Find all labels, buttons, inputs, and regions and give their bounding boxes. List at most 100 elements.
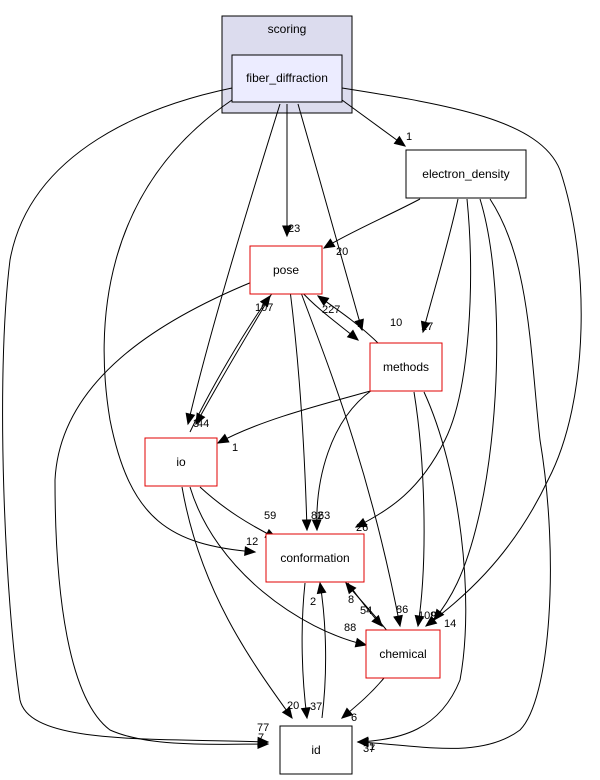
node-label-chemical: chemical [379,647,426,661]
edge-label-ed-chem: 109 [418,610,436,622]
edge-label-chem-id: 6 [351,712,357,724]
edge-fd-id [2,87,269,743]
node-io[interactable]: io [144,437,218,487]
edge-fd-electron-density-arrowhead [393,135,407,147]
edge-label-fd-id: 7 [258,732,264,744]
edge-io-chemical [189,486,367,646]
edge-fd-io [187,103,281,425]
edge-label-io-conf: 59 [264,510,276,522]
edge-label-fd-conf: 12 [246,536,258,548]
edge-ed-pose-arrowhead [322,238,336,249]
edge-methods-io [217,389,375,444]
edge-ed-id [357,198,551,749]
edge-label-ed-conf: 26 [356,522,368,534]
edge-label-conf-id: 37 [363,743,375,755]
node-electron-density[interactable]: electron_density [405,149,527,199]
edge-io-id [181,486,293,719]
edge-label-fd-ed: 1 [406,131,412,143]
edge-pose-methods-arrowhead [346,329,359,341]
edge-methods-pose-arrowhead [316,295,330,307]
edge-label-pose-conf: 82 [311,510,323,522]
edge-id-conformation [319,582,327,719]
cluster-label: scoring [268,22,307,36]
node-methods[interactable]: methods [369,342,443,392]
edge-conformation-id [301,582,308,719]
edge-label-methods-pose: 227 [322,304,340,316]
node-label-electron-density: electron_density [422,167,509,181]
edge-label-conf-chem: 54 [360,605,372,617]
edge-methods-chemical-arrowhead [414,614,425,628]
edge-fd-conformation [103,99,256,553]
edge-pose-id [54,281,269,745]
edge-label-fd-io: 3 [193,418,199,430]
edge-methods-id-arrowhead [356,736,369,747]
edge-ed-methods-arrowhead [420,320,431,334]
edge-fd-methods [297,103,363,331]
edge-label-io-id: 20 [287,700,299,712]
node-label-fiber-diffraction: fiber_diffraction [246,71,328,85]
edge-label-methods-chem: 9 [431,610,437,622]
edge-fd-pose-arrowhead [282,225,292,238]
edge-fd-methods-arrowhead [354,318,364,332]
edge-labels: 1 23 10 3 12 14 7 20 17 26 109 1 1 227 4… [193,131,456,755]
edge-label-ed-pose: 20 [336,246,348,258]
node-label-methods: methods [383,360,429,374]
edge-fd-electron-density [341,99,406,147]
node-label-conformation: conformation [280,551,349,565]
node-fiber-diffraction[interactable]: fiber_diffraction [231,54,343,103]
edge-label-ed-id: 1 [369,741,375,753]
edge-label-pose-io: 44 [197,418,209,430]
edge-methods-io-arrowhead [216,433,230,444]
edge-pose-conformation [289,289,308,531]
node-id[interactable]: id [279,725,353,775]
edge-methods-conformation [316,389,373,531]
edge-conformation-chemical-arrowhead [371,614,383,627]
edge-label-pose-chem: 86 [396,604,408,616]
edge-fd-io-arrowhead [185,412,196,426]
edge-label-id-conf: 2 [310,596,316,608]
edge-io-chemical-arrowhead [354,637,368,648]
node-pose[interactable]: pose [249,245,323,295]
edge-ed-chemical-arrowhead [433,608,445,622]
edge-label-io-pose: 107 [255,302,273,314]
edge-id-conformation-arrowhead [316,581,327,595]
edge-label-fd-methods: 10 [390,317,402,329]
edge-label-methods-id: 37 [310,701,322,713]
edge-label-fd-pose: 23 [288,223,300,235]
edge-ed-conformation [355,198,471,528]
edge-label-methods-io: 1 [232,442,238,454]
edge-ed-conformation-arrowhead [354,517,368,528]
edge-pose-chemical-arrowhead [393,614,403,628]
node-label-io: io [176,455,186,469]
edge-ed-chemical [433,198,498,621]
edge-label-io-chem: 88 [344,622,356,634]
edge-label-pose-id: 77 [257,722,269,734]
node-chemical[interactable]: chemical [365,629,441,679]
edge-methods-id [357,391,467,743]
arrowheads [185,135,445,749]
edge-ed-methods [422,198,459,333]
edge-chemical-conformation-arrowhead [345,582,357,595]
edge-label-pose-methods: 1 [357,318,363,330]
edge-chemical-id-arrowhead [341,707,354,719]
edge-label-ed-methods: 17 [421,321,433,333]
edge-label-fd-chem: 14 [444,618,456,630]
edge-pose-chemical [299,289,401,627]
edge-io-pose-arrowhead [259,294,271,308]
edge-ed-pose [323,198,421,249]
node-label-pose: pose [273,263,299,277]
edge-io-id-arrowhead [281,706,293,720]
edge-methods-chemical [413,391,425,627]
node-conformation[interactable]: conformation [265,533,365,583]
edge-label-methods-conf: 63 [318,510,330,522]
edge-pose-id-arrowhead [257,739,270,749]
edge-pose-io-arrowhead [195,412,206,426]
edge-conformation-id-arrowhead [300,706,311,720]
edge-methods-conformation-arrowhead [311,519,322,532]
node-label-id: id [311,743,320,757]
edge-pose-conformation-arrowhead [301,519,312,532]
edge-label-chem-conf: 8 [348,594,354,606]
edge-fd-chemical [341,87,582,627]
edge-fd-conformation-arrowhead [244,546,257,557]
